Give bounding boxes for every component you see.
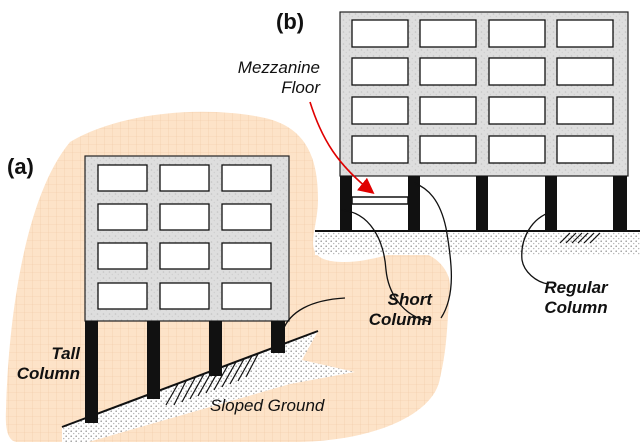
column	[209, 321, 222, 376]
window	[97, 203, 148, 231]
window	[556, 19, 614, 48]
column	[340, 176, 352, 231]
window	[221, 242, 272, 270]
building-b-windows	[351, 19, 614, 164]
window	[159, 242, 210, 270]
column	[476, 176, 488, 231]
window	[97, 242, 148, 270]
leader-short-b2	[340, 209, 432, 323]
short-column	[271, 321, 285, 353]
tall-column-label: Tall Column	[0, 344, 80, 384]
window	[351, 135, 409, 164]
regular-column-label-line1: Regular	[544, 278, 608, 297]
window	[419, 19, 477, 48]
mezzanine-slab	[351, 196, 409, 205]
ground-b	[315, 231, 640, 255]
column	[613, 176, 627, 231]
window	[97, 164, 148, 192]
leader-short-b1	[413, 182, 453, 319]
mezzanine-label: Mezzanine Floor	[212, 58, 320, 98]
window	[351, 96, 409, 125]
window	[556, 57, 614, 86]
window	[97, 282, 148, 310]
regular-column-label: Regular Column	[528, 278, 624, 318]
window	[556, 135, 614, 164]
mezzanine-label-line2: Floor	[281, 78, 320, 97]
window	[159, 203, 210, 231]
window	[556, 96, 614, 125]
ground-hatch-b	[559, 232, 601, 244]
window	[221, 164, 272, 192]
window	[488, 57, 546, 86]
short-column-label-line1: Short	[387, 290, 432, 309]
regular-column-label-line2: Column	[544, 298, 608, 317]
building-a-columns	[85, 321, 285, 423]
leader-lines	[282, 182, 552, 331]
panel-label-b: (b)	[276, 9, 305, 34]
window	[419, 135, 477, 164]
window	[221, 282, 272, 310]
short-column-label-line2: Column	[368, 310, 432, 329]
window	[488, 96, 546, 125]
window	[488, 135, 546, 164]
leader-regular	[521, 211, 552, 285]
mezzanine-label-line1: Mezzanine	[237, 58, 320, 77]
panel-label-a: (a)	[7, 154, 34, 179]
tall-column	[85, 321, 98, 423]
window	[419, 96, 477, 125]
sloped-ground-label: Sloped Ground	[210, 396, 325, 415]
building-a-windows	[97, 164, 272, 310]
building-b-columns	[340, 176, 627, 231]
tall-column-label-line1: Tall	[51, 344, 80, 363]
mezzanine-arrow	[309, 101, 375, 194]
tall-column-label-line2: Column	[16, 364, 80, 383]
window	[159, 282, 210, 310]
column	[545, 176, 557, 231]
window	[351, 19, 409, 48]
short-column-label: Short Column	[340, 290, 432, 330]
leader-short-a	[282, 297, 346, 331]
column	[408, 176, 420, 231]
window	[488, 19, 546, 48]
window	[419, 57, 477, 86]
window	[351, 57, 409, 86]
window	[159, 164, 210, 192]
window	[221, 203, 272, 231]
column	[147, 321, 160, 399]
ground-a	[62, 331, 355, 443]
